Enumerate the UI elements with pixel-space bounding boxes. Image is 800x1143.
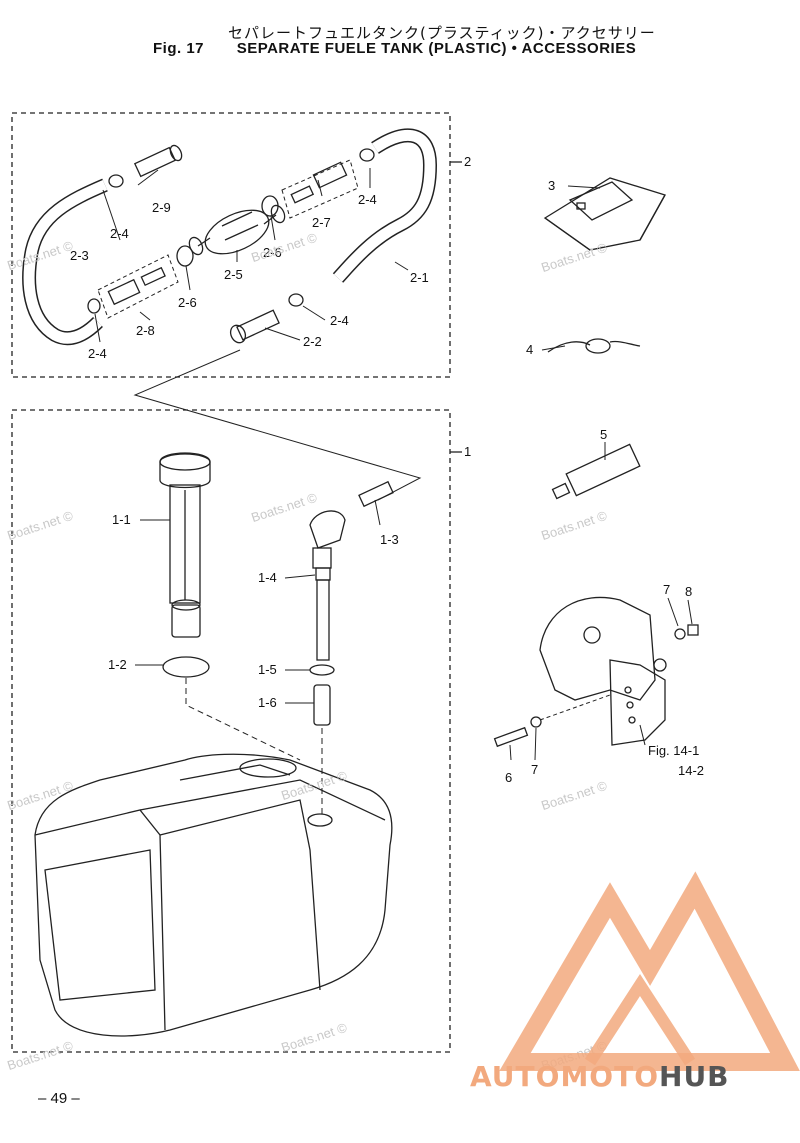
label-2-4-right: 2-4 [330, 313, 349, 328]
label-2-6-left: 2-6 [178, 295, 197, 310]
page-title: Fig. 17 SEPARATE FUELE TANK (PLASTIC) • … [153, 40, 636, 57]
fuel-filter [551, 443, 641, 500]
label-2-8: 2-8 [136, 323, 155, 338]
label-fig-14-1: Fig. 14-1 [648, 743, 700, 758]
subgroup-2-7 [281, 159, 359, 219]
label-2-9: 2-9 [152, 200, 171, 215]
logo-text-part1: AUTOMOTO [470, 1060, 660, 1093]
fitting-2-2 [229, 309, 280, 344]
label-2-1: 2-1 [410, 270, 429, 285]
group-box-1 [11, 409, 451, 1053]
label-5: 5 [600, 427, 608, 442]
label-3: 3 [548, 178, 556, 193]
logo-text-part2: HUB [659, 1060, 730, 1093]
label-1-2: 1-2 [108, 657, 127, 672]
label-2-4-top: 2-4 [358, 192, 377, 207]
motor-bracket [539, 596, 667, 746]
label-2-5: 2-5 [224, 267, 243, 282]
page-number: – 49 – [38, 1090, 80, 1107]
label-1-3: 1-3 [380, 532, 399, 547]
leader-connector [133, 349, 422, 501]
label-1-6: 1-6 [258, 695, 277, 710]
fitting-2-9 [133, 144, 183, 178]
label-1-4: 1-4 [258, 570, 277, 585]
label-1-1: 1-1 [112, 512, 131, 527]
bolt-assembly [493, 624, 699, 748]
figure-number: Fig. 17 [153, 40, 205, 57]
automotohub-logo: AUTOMOTOHUB [470, 1060, 730, 1093]
label-7-top: 7 [663, 582, 671, 597]
pickup-filter [313, 684, 331, 726]
label-7-bottom: 7 [531, 762, 539, 777]
label-2-4-left: 2-4 [110, 226, 129, 241]
label-fig-14-2: 14-2 [678, 763, 705, 778]
label-2-7: 2-7 [312, 215, 331, 230]
fuel-hose-left [22, 178, 108, 346]
fuel-tank [34, 753, 393, 1037]
fuel-pickup [309, 480, 394, 661]
figure-title: SEPARATE FUELE TANK (PLASTIC) • ACCESSOR… [236, 40, 637, 57]
label-4: 4 [526, 342, 534, 357]
fuel-gauge [159, 452, 211, 638]
gauge-o-ring [162, 656, 210, 678]
fuel-hose-right [332, 128, 438, 283]
label-group-2: 2 [464, 154, 472, 169]
label-6: 6 [505, 770, 513, 785]
safety-cord [547, 338, 641, 354]
label-2-3: 2-3 [70, 248, 89, 263]
label-group-1: 1 [464, 444, 472, 459]
label-8: 8 [685, 584, 693, 599]
subgroup-2-8 [87, 254, 179, 319]
label-2-6-right: 2-6 [263, 245, 282, 260]
label-1-5: 1-5 [258, 662, 277, 677]
label-2-2: 2-2 [303, 334, 322, 349]
label-2-4-bottom: 2-4 [88, 346, 107, 361]
group-box-2 [11, 112, 451, 378]
title-japanese: セパレートフュエルタンク(プラスティック)・アクセサリー [228, 24, 656, 42]
